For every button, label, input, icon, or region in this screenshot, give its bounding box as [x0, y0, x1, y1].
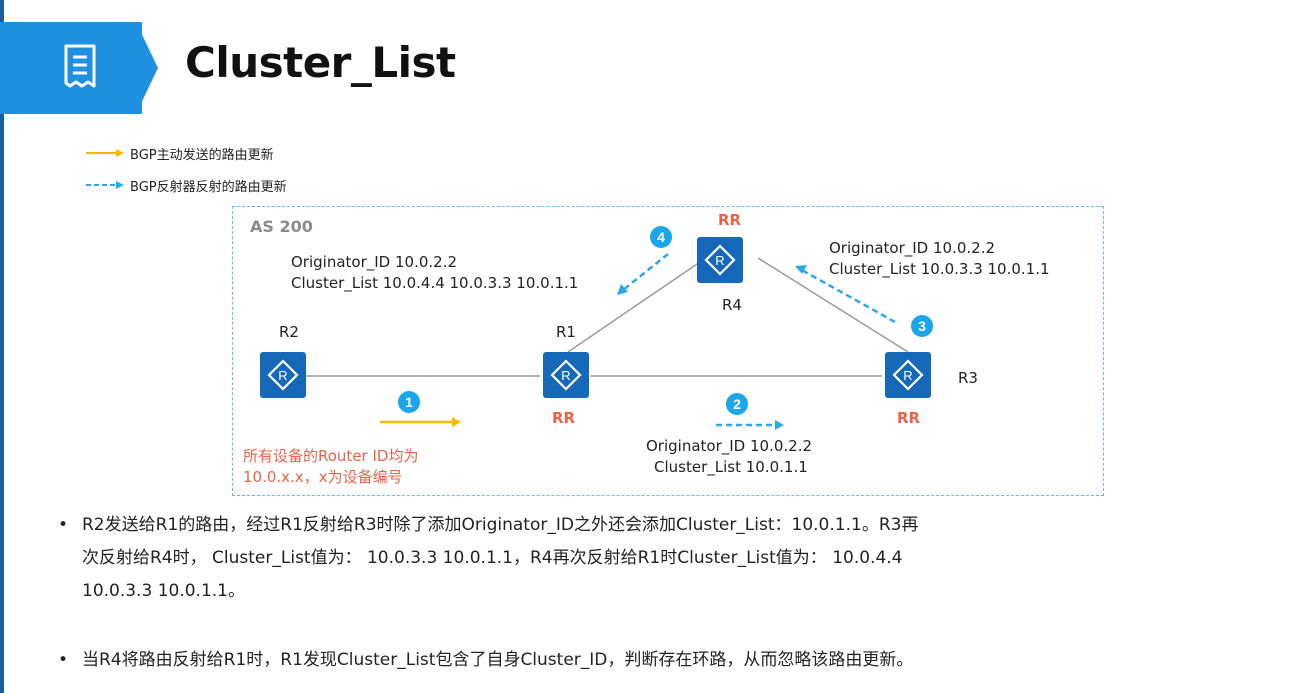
router-id-note-line2: 10.0.x.x，x为设备编号 [243, 468, 403, 486]
router-icon: R [260, 352, 306, 398]
svg-text:R: R [715, 253, 724, 268]
svg-text:R: R [561, 368, 570, 383]
bullet-marker: • [58, 650, 69, 670]
rr-label-r1: RR [552, 409, 576, 427]
link-r4-r3 [757, 257, 909, 353]
step-marker-1: 1 [398, 391, 420, 413]
document-list-icon [64, 44, 96, 88]
step2-annotation: Originator_ID 10.0.2.2 Cluster_List 10.0… [646, 436, 812, 478]
step4-originator-id: Originator_ID 10.0.2.2 [291, 253, 458, 271]
title-band [0, 22, 142, 114]
bullet-line: 当R4将路由反射给R1时，R1发现Cluster_List包含了自身Cluste… [82, 650, 914, 670]
update-arrow-2 [716, 420, 784, 430]
title-chevron [118, 22, 158, 114]
bullet-line: 10.0.3.3 10.0.1.1。 [82, 581, 245, 601]
legend-item-dashed: BGP反射器反射的路由更新 [86, 175, 287, 195]
bullet-line: 次反射给R4时， Cluster_List值为： 10.0.3.3 10.0.1… [82, 548, 903, 568]
router-name-r4: R4 [722, 296, 742, 314]
svg-text:1: 1 [405, 394, 413, 410]
update-arrow-1 [380, 417, 461, 427]
step-marker-2: 2 [726, 393, 748, 415]
router-name-r3: R3 [958, 369, 978, 387]
step-marker-4: 4 [650, 226, 672, 248]
step4-annotation: Originator_ID 10.0.2.2 Cluster_List 10.0… [291, 252, 578, 294]
legend-label: BGP主动发送的路由更新 [130, 147, 274, 163]
as-label: AS 200 [250, 217, 313, 236]
rr-label-r3: RR [897, 409, 921, 427]
step3-originator-id: Originator_ID 10.0.2.2 [829, 239, 996, 257]
bullet-paragraph-1: R2发送给R1的路由，经过R1反射给R3时除了添加Originator_ID之外… [82, 509, 1282, 608]
svg-text:3: 3 [918, 318, 926, 334]
as-boundary [232, 206, 1104, 496]
router-icon: R [885, 352, 931, 398]
router-id-note: 所有设备的Router ID均为 10.0.x.x，x为设备编号 [243, 446, 418, 488]
rr-label-r4: RR [718, 211, 742, 229]
router-icon: R [543, 352, 589, 398]
bullet-paragraph-2: 当R4将路由反射给R1时，R1发现Cluster_List包含了自身Cluste… [82, 644, 1282, 677]
update-arrow-4 [617, 253, 669, 295]
legend-label: BGP反射器反射的路由更新 [130, 179, 287, 195]
svg-text:R: R [278, 368, 287, 383]
dashed-arrow-icon [86, 181, 124, 189]
svg-text:2: 2 [733, 396, 741, 412]
router-id-note-line1: 所有设备的Router ID均为 [243, 447, 419, 465]
left-edge-bar [0, 0, 4, 693]
step2-cluster-list: Cluster_List 10.0.1.1 [654, 458, 808, 476]
solid-arrow-icon [86, 149, 124, 157]
step2-originator-id: Originator_ID 10.0.2.2 [646, 437, 813, 455]
bullet-line: R2发送给R1的路由，经过R1反射给R3时除了添加Originator_ID之外… [82, 515, 919, 535]
bullet-marker: • [58, 515, 69, 535]
update-arrow-3 [795, 265, 896, 324]
step-marker-3: 3 [911, 315, 933, 337]
router-icon: R [697, 237, 743, 283]
page-title: Cluster_List [185, 38, 456, 87]
svg-text:4: 4 [657, 229, 665, 245]
router-name-r1: R1 [556, 323, 576, 341]
step3-annotation: Originator_ID 10.0.2.2 Cluster_List 10.0… [829, 238, 1050, 280]
svg-text:R: R [903, 368, 912, 383]
legend-item-solid: BGP主动发送的路由更新 [86, 143, 274, 163]
step3-cluster-list: Cluster_List 10.0.3.3 10.0.1.1 [829, 260, 1050, 278]
router-name-r2: R2 [279, 323, 299, 341]
step4-cluster-list: Cluster_List 10.0.4.4 10.0.3.3 10.0.1.1 [291, 274, 579, 292]
link-r1-r4 [567, 261, 701, 353]
